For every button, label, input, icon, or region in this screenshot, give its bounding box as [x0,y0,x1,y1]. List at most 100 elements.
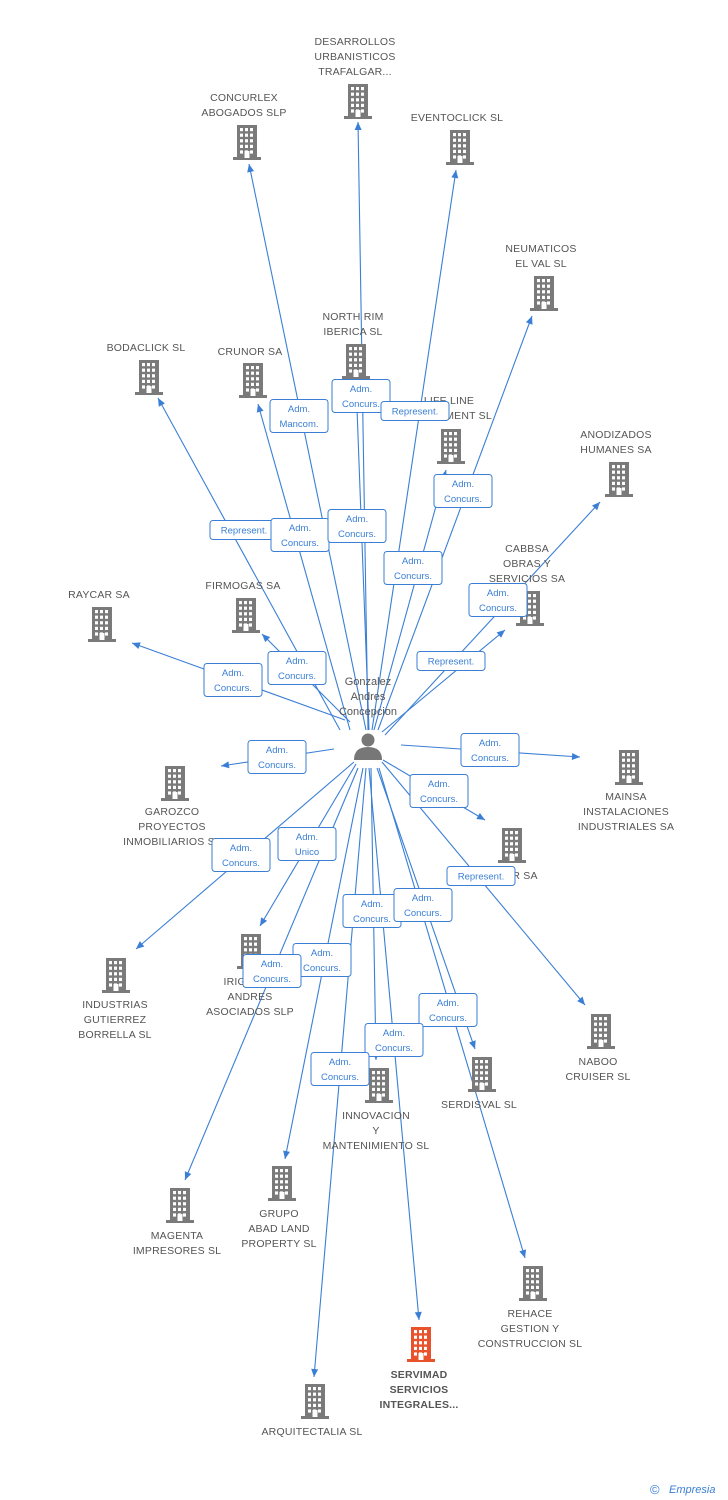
badge-frame [267,651,327,685]
badge-label: Concurs. [444,494,482,505]
arrowhead-crunor [256,404,264,413]
badge-label: Adm. [383,1028,405,1039]
arrowhead-mainsa [571,752,580,760]
relation-badge[interactable]: Adm.Concurs. [242,954,302,988]
badge-label: Concurs. [338,529,376,540]
relation-badge[interactable]: Adm.Concurs. [267,651,327,685]
badge-label: Concurs. [479,603,517,614]
badge-label: Adm. [311,948,333,959]
company-label-line: URBANISTICOS [314,51,395,63]
badge-label: Adm. [479,738,501,749]
company-label-line: Y [372,1125,379,1137]
company-label-line: MAGENTA [151,1230,204,1242]
badge-label: Adm. [452,479,474,490]
company-node-raycar[interactable]: RAYCAR SA [68,589,130,642]
relation-badge[interactable]: Adm.Concurs. [364,1023,424,1057]
badge-frame [331,379,391,413]
company-label-line: INSTALACIONES [583,806,669,818]
company-label-line: NABOO [579,1056,618,1068]
relation-badge[interactable]: Adm.Concurs. [418,993,478,1027]
arrowhead-concurlex [247,164,255,173]
building-icon [519,1266,547,1301]
relation-badge[interactable]: Adm.Concurs. [247,740,307,774]
relation-badge[interactable]: Adm.Concurs. [292,943,352,977]
relation-badge[interactable]: Adm. Concurs. [433,474,493,508]
building-icon [161,766,189,801]
relation-badge[interactable]: Adm.Concurs. [409,774,469,808]
company-label-line: RAYCAR SA [68,589,130,601]
company-label-line: SERVICIOS SA [489,573,565,585]
relation-badge[interactable]: Adm.Concurs. [393,888,453,922]
relation-badge[interactable]: Represent. [380,401,450,421]
building-icon [239,363,267,398]
badge-frame [383,551,443,585]
edge-northrim [355,381,370,731]
relation-badge[interactable]: Adm.Concurs. [327,509,387,543]
company-node-rsa[interactable]: R SA [498,828,538,882]
edge-concurlex [248,163,367,731]
relation-badge[interactable]: Adm. Concurs. [270,518,330,552]
company-label-line: ABAD LAND [248,1223,310,1235]
building-icon [615,750,643,785]
company-node-eventoclick[interactable]: EVENTOCLICK SL [411,112,503,165]
company-node-crunor[interactable]: CRUNOR SA [218,346,283,398]
company-node-serdisval[interactable]: SERDISVAL SL [441,1057,517,1111]
relation-badge[interactable]: Adm.Concurs. [342,894,402,928]
company-node-arquitectalia[interactable]: ARQUITECTALIA SL [261,1384,362,1438]
arrowhead-industrias [136,941,145,949]
company-label-line: PROYECTOS [138,821,206,833]
badge-frame [416,651,486,671]
company-node-desarrollos[interactable]: DESARROLLOSURBANISTICOSTRAFALGAR... [314,36,395,119]
badge-label: Represent. [428,657,474,668]
relation-badge[interactable]: Represent. [416,651,486,671]
relation-badge[interactable]: Adm.Mancom. [269,399,329,433]
company-label-line: CONCURLEX [210,92,278,104]
copyright-symbol: © [650,1482,660,1497]
building-icon [342,344,370,379]
relation-badge[interactable]: Adm.Concurs. [468,583,528,617]
company-label-line: ABOGADOS SLP [201,107,286,119]
badge-frame [327,509,387,543]
badge-label: Concurs. [404,908,442,919]
relation-badge[interactable]: Adm.Concurs. [331,379,391,413]
company-label-line: GESTION Y [501,1323,560,1335]
relation-badge[interactable]: Adm.Unico [277,827,337,861]
building-icon [587,1014,615,1049]
company-node-firmogas[interactable]: FIRMOGAS SA [205,580,280,633]
badge-label: Represent. [221,526,267,537]
arrowhead-bodaclick [158,398,165,407]
company-label-line: BORRELLA SL [78,1029,151,1041]
badge-label: Concurs. [353,914,391,925]
badge-label: Adm. [289,523,311,534]
badge-label: Concurs. [281,538,319,549]
building-icon [135,360,163,395]
company-node-bodaclick[interactable]: BODACLICK SL [107,342,186,395]
badge-label: Concurs. [471,753,509,764]
company-node-concurlex[interactable]: CONCURLEX ABOGADOS SLP [201,92,286,160]
relation-badge[interactable]: Represent. [209,520,279,540]
relation-badge[interactable]: Adm.Concurs. [383,551,443,585]
relation-badge[interactable]: Adm. Concurs. [460,733,520,767]
arrowhead-firmogas [262,634,271,643]
badge-frame [247,740,307,774]
company-node-servimad[interactable]: SERVIMADSERVICIOSINTEGRALES... [379,1327,458,1411]
badge-frame [203,663,263,697]
relation-badge[interactable]: Adm.Concurs. [203,663,263,697]
company-label-line: IBERICA SL [323,326,382,338]
relation-badge[interactable]: Adm.Concurs. [211,838,271,872]
relation-badge[interactable]: Represent. [446,866,516,886]
relation-badge[interactable]: Adm.Concurs. [310,1052,370,1086]
